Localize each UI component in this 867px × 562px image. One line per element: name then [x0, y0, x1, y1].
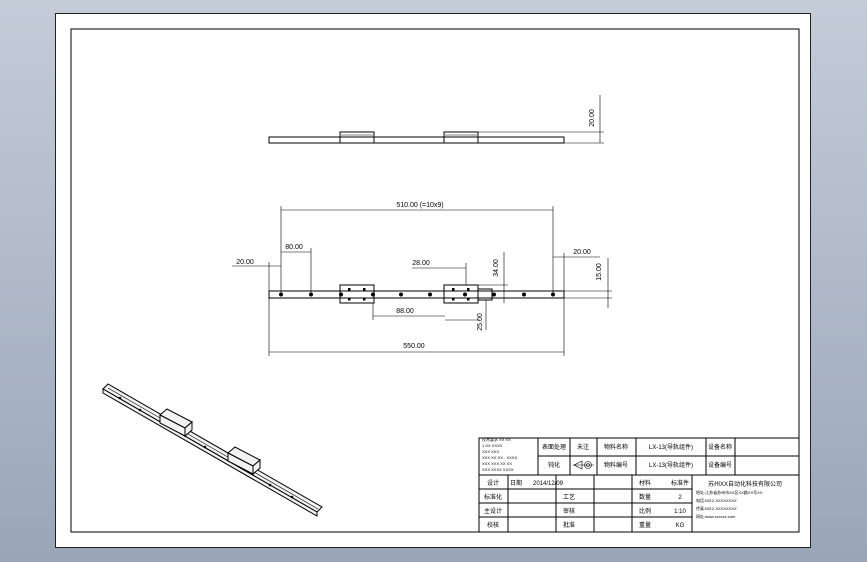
quantity-value: 2 [678, 495, 682, 501]
front-view[interactable]: 510.00 (=10x9) 80.00 20.00 28.00 34.00 2… [232, 202, 612, 356]
dim-right-end: 20.00 [573, 249, 591, 256]
company-web: 网址:www.xxxxxx.com [696, 513, 736, 519]
dim-offset: 25.00 [477, 313, 484, 331]
svg-text:XXX XXX XX XX: XXX XXX XX XX [482, 461, 512, 466]
process-label: 工艺 [563, 493, 575, 501]
material-label: 材料 [639, 479, 651, 487]
material-name-label: 物料名称 [604, 443, 628, 451]
chief-label: 主设计 [484, 507, 502, 515]
dim-pitch: 80.00 [285, 244, 303, 251]
equipment-code-label: 设备编号 [708, 461, 732, 469]
dim-hole-span: 510.00 (=10x9) [396, 202, 443, 209]
designer-label: 设计 [487, 479, 499, 487]
drawing-border [70, 28, 800, 533]
scale-label: 比例 [639, 507, 651, 515]
svg-text:XXX XX XX - XXXX.: XXX XX XX - XXXX. [482, 455, 518, 460]
material-code-label: 物料编号 [604, 461, 628, 469]
dim-rail-height: 15.00 [596, 263, 603, 281]
company-address: 地址:江苏省苏州市XX区XX路XX号XX [696, 489, 763, 495]
weight-label: 重量 [639, 521, 651, 529]
top-view[interactable]: 20.00 [268, 95, 604, 144]
dim-left-end: 20.00 [236, 259, 254, 266]
dim-overall-length: 550.00 [403, 343, 425, 350]
drawing-sheet [55, 13, 811, 548]
title-block[interactable]: 表面处理 未注 钝化 物料名称 LX-13(导轨组件) 物料编号 LX-13(导… [478, 437, 800, 533]
approve-label: 批准 [563, 521, 575, 529]
surface-note: 钝化 [548, 461, 560, 469]
svg-text:技术要求 XX XX: 技术要求 XX XX [482, 436, 511, 442]
dim-carriage-distance: 88.00 [396, 308, 414, 315]
projection-symbol-icon [573, 460, 594, 470]
date-label: 日期 [510, 479, 522, 487]
date-value: 2014/12/09 [533, 481, 564, 487]
company-tel: 电话:0512-XXXXXXXX [696, 497, 737, 503]
svg-text:XXX XXXX XXXX: XXX XXXX XXXX [482, 467, 514, 472]
check-label: 校核 [487, 521, 499, 529]
equipment-name-label: 设备名称 [708, 443, 732, 451]
audit-label: 审核 [563, 507, 575, 515]
isometric-view[interactable] [102, 383, 323, 517]
material-code: LX-13(导轨组件) [649, 461, 693, 469]
material-name: LX-13(导轨组件) [649, 443, 693, 451]
company-name: 苏州XX自动化科技有限公司 [708, 480, 782, 488]
surface-treatment-label: 表面处理 [542, 443, 566, 451]
weight-value: KG [676, 523, 685, 529]
scale-value: 1:10 [674, 509, 686, 515]
svg-text:XXX XXX: XXX XXX [482, 449, 499, 454]
quantity-label: 数量 [639, 493, 651, 501]
svg-text:1.XX XXXX: 1.XX XXXX [482, 443, 503, 448]
dim-carriage: 28.00 [412, 260, 430, 267]
technical-notes: 技术要求 XX XX 1.XX XXXX XXX XXX XXX XX XX -… [482, 436, 518, 472]
company-fax: 传真:0512-XXXXXXXX [696, 505, 737, 511]
material-value: 标准件 [671, 479, 689, 487]
standardize-label: 标准化 [484, 493, 502, 501]
dim-top-height: 20.00 [589, 109, 596, 127]
surface-value: 未注 [577, 443, 589, 451]
dim-carriage-height: 34.00 [493, 259, 500, 277]
